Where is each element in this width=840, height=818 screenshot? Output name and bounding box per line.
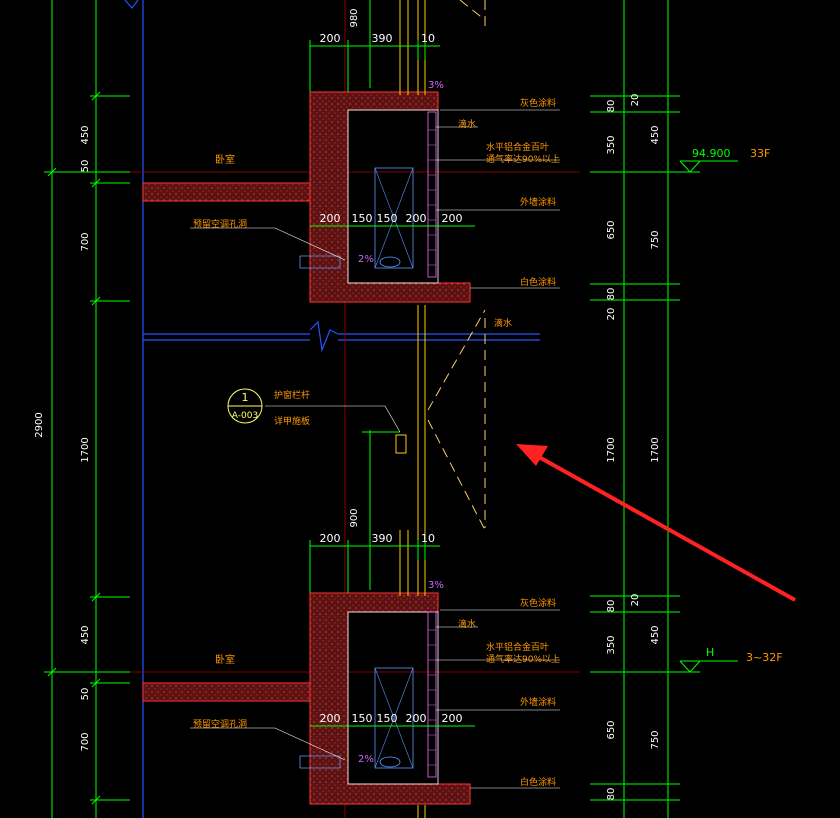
window-frames bbox=[395, 0, 426, 818]
left-dimension-chain bbox=[44, 0, 130, 818]
detail-reference-symbol bbox=[227, 388, 263, 424]
level-marker-lower bbox=[679, 660, 738, 673]
dim-top-upper-200: 200 bbox=[320, 32, 341, 45]
level-marker-upper bbox=[679, 160, 738, 173]
dim-right-upper-20a: 20 bbox=[630, 94, 641, 107]
note-upper-white-paint: 白色涂料 bbox=[520, 276, 556, 288]
dim-right-upper-350: 350 bbox=[606, 135, 617, 154]
note-upper-gray-paint: 灰色涂料 bbox=[520, 97, 556, 109]
detail-sheet: A-003 bbox=[232, 411, 258, 421]
dim-right-lower-650: 650 bbox=[606, 720, 617, 739]
dim-left-upper-450: 450 bbox=[80, 125, 91, 144]
dim-right-lower-350: 350 bbox=[606, 635, 617, 654]
right-dimension-chain-a bbox=[590, 0, 700, 818]
slope-lower: 3% bbox=[428, 580, 444, 591]
dim-box-lower-200a: 200 bbox=[320, 712, 341, 725]
red-arrow-annotation bbox=[516, 444, 796, 602]
dim-top-lower-390: 390 bbox=[372, 532, 393, 545]
note-upper-exterior-paint: 外墙涂料 bbox=[520, 196, 556, 208]
note-lower-drip: 滴水 bbox=[458, 618, 476, 630]
dim-left-middle-1700: 1700 bbox=[80, 437, 91, 462]
room-label-lower: 卧室 bbox=[215, 653, 235, 666]
dim-right-b-lower-750: 750 bbox=[650, 730, 661, 749]
dim-height-980: 980 bbox=[349, 8, 360, 27]
dim-left-lower-50: 50 bbox=[80, 688, 91, 701]
dim-left-upper-700: 700 bbox=[80, 232, 91, 251]
note-lower-gray-paint: 灰色涂料 bbox=[520, 597, 556, 609]
level-floor-lower: 3~32F bbox=[746, 651, 783, 664]
dim-top-upper-390: 390 bbox=[372, 32, 393, 45]
dim-right-upper-20b: 20 bbox=[606, 308, 617, 321]
note-lower-louver-2: 通气率达90%以上 bbox=[486, 653, 560, 665]
detail-number: 1 bbox=[242, 391, 249, 404]
dim-box-upper-200b: 200 bbox=[406, 212, 427, 225]
dim-right-upper-80a: 80 bbox=[606, 100, 617, 113]
lower-slab-and-ac-box bbox=[142, 592, 471, 805]
dim-right-lower-80a: 80 bbox=[606, 600, 617, 613]
note-lower-white-paint: 白色涂料 bbox=[520, 776, 556, 788]
dim-box-lower-200c: 200 bbox=[442, 712, 463, 725]
dim-box-upper-150a: 150 bbox=[352, 212, 373, 225]
level-value-upper: 94.900 bbox=[692, 147, 731, 160]
dim-right-upper-80b: 80 bbox=[606, 288, 617, 301]
dim-left-upper-50: 50 bbox=[80, 160, 91, 173]
annotation-leaders bbox=[190, 109, 560, 789]
dim-right-b-upper-450: 450 bbox=[650, 125, 661, 144]
dim-right-upper-650: 650 bbox=[606, 220, 617, 239]
note-lower-ac-hole: 预留空调孔洞 bbox=[193, 718, 247, 730]
dim-right-b-upper-750: 750 bbox=[650, 230, 661, 249]
box-dimension-lines bbox=[310, 225, 475, 727]
dim-right-a-middle-1700: 1700 bbox=[606, 437, 617, 462]
note-lower-exterior-paint: 外墙涂料 bbox=[520, 696, 556, 708]
dim-left-lower-700: 700 bbox=[80, 732, 91, 751]
dim-box-lower-150a: 150 bbox=[352, 712, 373, 725]
dim-total-2900: 2900 bbox=[34, 412, 45, 437]
dim-box-lower-200b: 200 bbox=[406, 712, 427, 725]
dim-height-900: 900 bbox=[349, 508, 360, 527]
note-upper-louver-1: 水平铝合金百叶 bbox=[486, 141, 549, 153]
drain-slope-lower: 2% bbox=[358, 754, 374, 765]
level-value-lower: H bbox=[706, 646, 714, 659]
note-lower-louver-1: 水平铝合金百叶 bbox=[486, 641, 549, 653]
dim-right-b-middle-1700: 1700 bbox=[650, 437, 661, 462]
note-middle-drip: 滴水 bbox=[494, 317, 512, 329]
dim-top-lower-200: 200 bbox=[320, 532, 341, 545]
room-label-upper: 卧室 bbox=[215, 153, 235, 166]
interior-wall-line bbox=[124, 0, 540, 818]
detail-label-1: 护窗栏杆 bbox=[274, 389, 310, 401]
top-dimension-lines bbox=[309, 0, 440, 593]
drain-slope-upper: 2% bbox=[358, 254, 374, 265]
detail-label-2: 详甲施板 bbox=[274, 415, 310, 427]
window-opening-dashes bbox=[427, 0, 486, 531]
dim-top-lower-10: 10 bbox=[421, 532, 435, 545]
note-upper-ac-hole: 预留空调孔洞 bbox=[193, 218, 247, 230]
note-upper-drip: 滴水 bbox=[458, 118, 476, 130]
dim-box-upper-150b: 150 bbox=[377, 212, 398, 225]
level-floor-upper: 33F bbox=[750, 147, 770, 160]
dim-right-lower-20: 20 bbox=[630, 594, 641, 607]
dim-left-lower-450: 450 bbox=[80, 625, 91, 644]
dim-top-upper-10: 10 bbox=[421, 32, 435, 45]
dim-box-lower-150b: 150 bbox=[377, 712, 398, 725]
upper-slab-and-ac-box bbox=[142, 91, 471, 303]
dim-right-lower-80b: 80 bbox=[606, 788, 617, 801]
dim-box-upper-200c: 200 bbox=[442, 212, 463, 225]
slope-upper: 3% bbox=[428, 80, 444, 91]
note-upper-louver-2: 通气率达90%以上 bbox=[486, 153, 560, 165]
dim-box-upper-200a: 200 bbox=[320, 212, 341, 225]
dim-right-b-lower-450: 450 bbox=[650, 625, 661, 644]
